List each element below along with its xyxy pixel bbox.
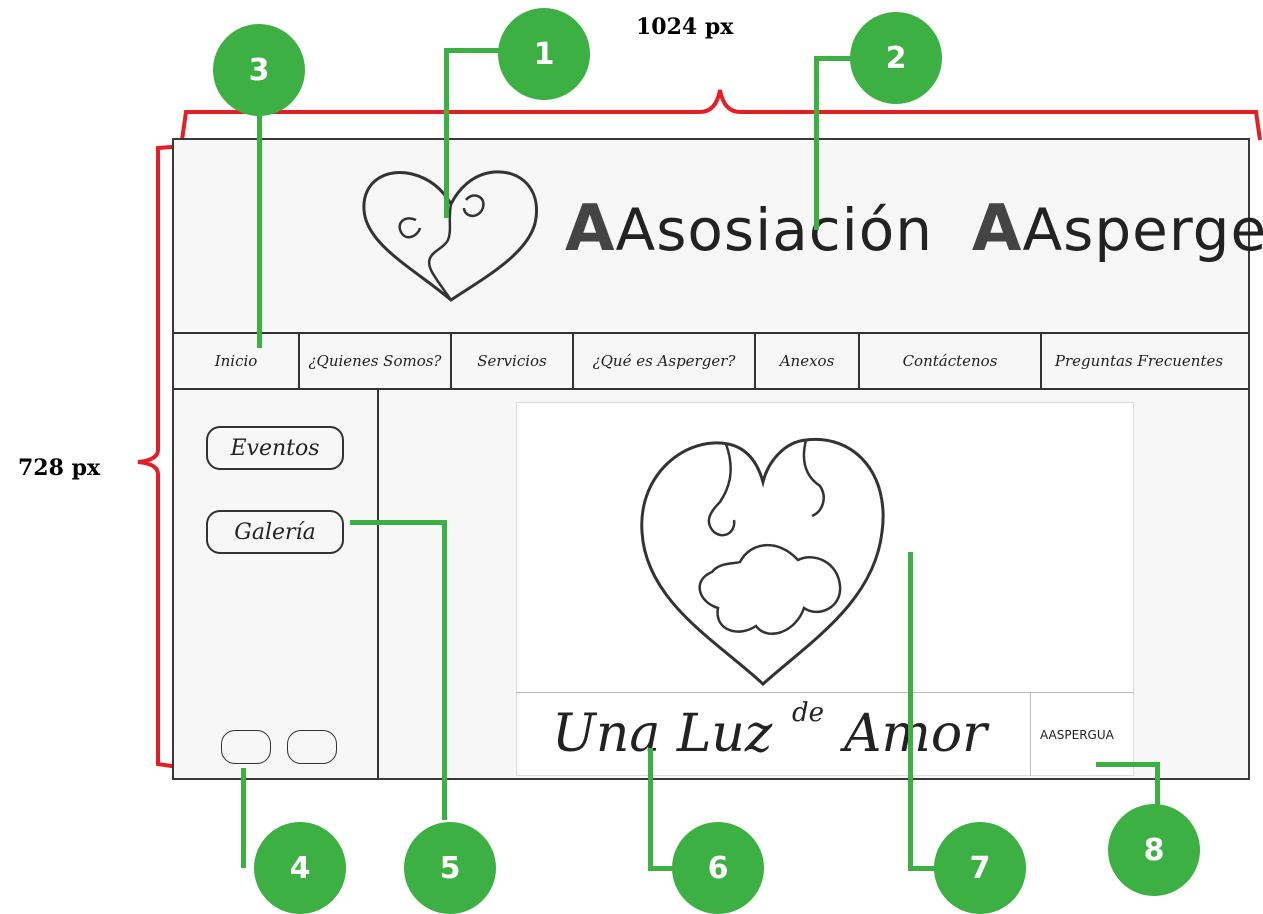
annotation-line-3 xyxy=(257,110,262,348)
banner-brand-divider xyxy=(1030,692,1031,776)
annotation-line-7 xyxy=(908,866,938,871)
annotation-badge-7: 7 xyxy=(934,822,1026,914)
annotation-badge-4: 4 xyxy=(254,822,346,914)
nav-separator xyxy=(754,334,756,388)
eventos-button[interactable]: Eventos xyxy=(206,426,344,470)
nav-item-que-es-asperger[interactable]: ¿Qué es Asperger? xyxy=(592,351,736,370)
brand-tag: AASPERGUA xyxy=(1040,728,1114,742)
social-button-1[interactable] xyxy=(221,730,271,764)
nav-top-divider xyxy=(172,332,1248,334)
main-banner xyxy=(516,402,1134,776)
sidebar-divider xyxy=(377,390,379,778)
nav-separator xyxy=(1040,334,1042,388)
annotation-badge-3: 3 xyxy=(213,24,305,116)
annotation-badge-2: 2 xyxy=(850,12,942,104)
banner-footer-divider xyxy=(516,692,1134,693)
annotation-line-7 xyxy=(908,552,913,868)
nav-item-servicios[interactable]: Servicios xyxy=(477,351,547,370)
annotation-badge-5: 5 xyxy=(404,822,496,914)
annotation-line-2 xyxy=(814,56,819,230)
height-dimension-label: 728 px xyxy=(18,455,101,481)
annotation-line-8 xyxy=(1096,762,1160,767)
width-dimension-label: 1024 px xyxy=(636,14,734,40)
nav-bottom-divider xyxy=(172,388,1248,390)
slogan-de: de xyxy=(792,698,825,728)
heart-puzzle-banner-icon xyxy=(640,437,885,687)
nav-item-preguntas-frecuentes[interactable]: Preguntas Frecuentes xyxy=(1054,351,1224,370)
nav-separator xyxy=(450,334,452,388)
annotation-line-2 xyxy=(814,56,856,61)
galeria-button[interactable]: Galería xyxy=(206,510,344,554)
annotation-line-6 xyxy=(648,866,678,871)
annotation-line-1 xyxy=(444,48,449,218)
nav-separator xyxy=(858,334,860,388)
nav-item-anexos[interactable]: Anexos xyxy=(779,351,835,370)
title-part2: Asperger xyxy=(1022,196,1263,264)
annotation-line-8 xyxy=(1155,762,1160,808)
nav-item-contactenos[interactable]: Contáctenos xyxy=(902,351,998,370)
social-button-2[interactable] xyxy=(287,730,337,764)
site-title: AAsosiación AAsperger xyxy=(565,192,1263,266)
nav-item-inicio[interactable]: Inicio xyxy=(214,351,258,370)
title-part1: Asosiación xyxy=(615,196,934,264)
nav-separator xyxy=(298,334,300,388)
slogan-amor: Amor xyxy=(844,704,988,764)
annotation-line-6 xyxy=(648,748,653,868)
annotation-badge-8: 8 xyxy=(1108,804,1200,896)
slogan-una-luz: Una Luz xyxy=(552,704,773,764)
annotation-line-5 xyxy=(442,520,447,820)
heart-puzzle-logo-icon xyxy=(362,170,538,302)
annotation-badge-6: 6 xyxy=(672,822,764,914)
annotation-line-4 xyxy=(241,768,246,868)
annotation-badge-1: 1 xyxy=(498,8,590,100)
nav-separator xyxy=(572,334,574,388)
nav-item-quienes-somos[interactable]: ¿Quienes Somos? xyxy=(308,351,442,370)
annotation-line-1 xyxy=(444,48,502,53)
annotation-line-5 xyxy=(350,520,446,525)
